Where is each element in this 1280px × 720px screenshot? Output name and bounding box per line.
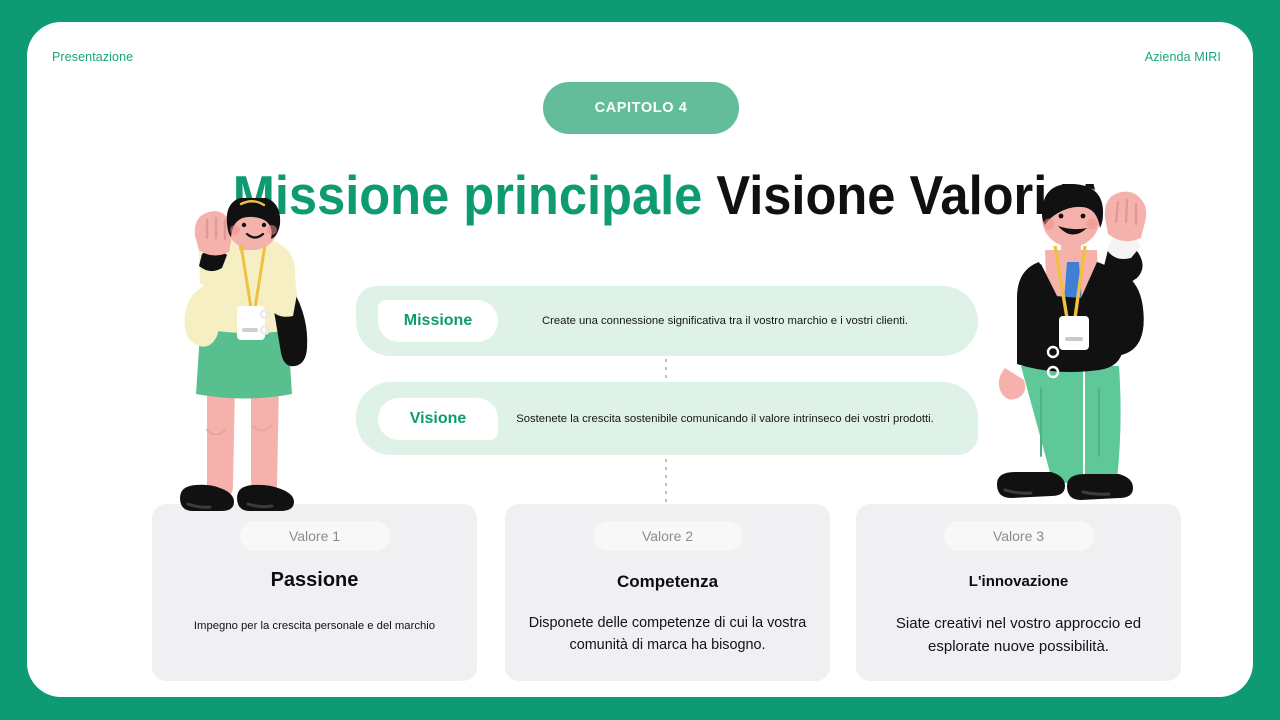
value-card-2-description: Disponete delle competenze di cui la vos… — [528, 615, 807, 654]
slide-card: Presentazione Azienda MIRI CAPITOLO 4 Mi… — [27, 22, 1253, 697]
value-card-1-title: Passione — [270, 569, 359, 591]
header-left-label: Presentazione — [52, 50, 134, 64]
value-card-1-description: Impegno per la crescita personale e del … — [193, 620, 436, 632]
page-title: Missione principale Visione Valori — [76, 168, 1204, 223]
page-title-black: Visione Valori — [716, 164, 1048, 226]
chapter-badge-shape — [543, 82, 739, 134]
dotted-connector-top — [665, 359, 667, 380]
value-card-2-badge: Valore 2 — [592, 521, 743, 551]
value-card-3: Valore 3 L'innovazione Siate creativi ne… — [856, 504, 1181, 681]
vision-text: Sostenete la crescita sostenibile comuni… — [516, 412, 934, 425]
value-card-2: Valore 2 Competenza Disponete delle comp… — [505, 504, 830, 681]
vision-row: Visione Sostenete la crescita sostenibil… — [356, 382, 978, 455]
chapter-badge-label: CAPITOLO 4 — [594, 100, 688, 116]
illustration-woman-waving — [155, 198, 355, 518]
header-right-label: Azienda MIRI — [1144, 50, 1221, 64]
mission-text: Create una connessione significativa tra… — [541, 315, 909, 327]
page-title-green: Missione principale — [232, 164, 703, 226]
value-card-3-badge: Valore 3 — [943, 521, 1094, 551]
chapter-badge: CAPITOLO 4 — [543, 82, 739, 134]
value-card-2-title: Competenza — [616, 572, 719, 591]
value-card-1: Valore 1 Passione Impegno per la crescit… — [152, 504, 477, 681]
mission-pill-label: Missione — [378, 300, 498, 342]
value-card-3-title: L'innovazione — [968, 573, 1069, 590]
vision-pill-label: Visione — [378, 397, 498, 440]
illustration-man-waving — [979, 184, 1194, 522]
dotted-connector-bottom — [665, 459, 667, 504]
value-card-3-description: Siate creativi nel vostro approccio ed e… — [895, 615, 1142, 656]
mission-row: Missione Create una connessione signific… — [356, 286, 978, 356]
value-card-1-badge: Valore 1 — [239, 521, 390, 551]
